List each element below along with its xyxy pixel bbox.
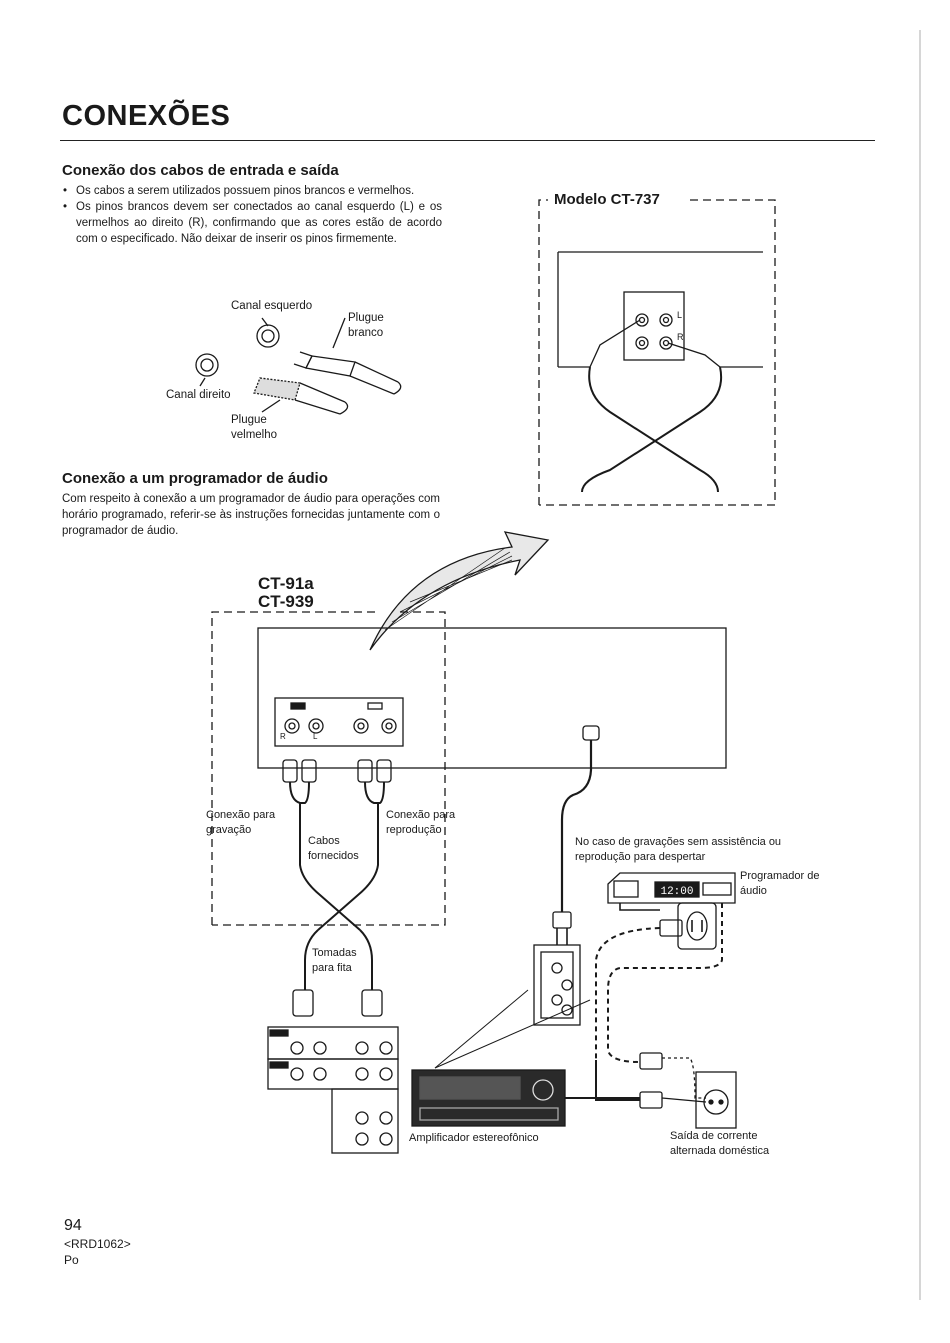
tape-jacks-panel [267, 989, 399, 1154]
household-outlet [595, 1052, 737, 1129]
amp-outlet-panel [533, 905, 581, 1026]
language-code: Po [64, 1253, 79, 1267]
page-footer: 94 <RRD1062> Po [64, 1216, 131, 1268]
label-audio-timer: Programador de áudio [740, 870, 820, 897]
label-right-channel: Canal direito [166, 389, 231, 401]
label-ac-outlet: Saída de corrente alternada doméstica [670, 1130, 770, 1157]
page-number: 94 [64, 1217, 82, 1234]
rear-jack-r: R [280, 732, 286, 741]
arrow-graphic [369, 531, 550, 651]
audio-timer-unit: 12:00 [595, 872, 736, 1063]
bullet-item: Os pinos brancos devem ser conectados ao… [62, 199, 442, 247]
cable-bullet-list: Os cabos a serem utilizados possuem pino… [62, 183, 442, 247]
main-model-labels: CT-91a CT-939 [258, 575, 314, 611]
model-ct737-label: Modelo CT-737 [551, 191, 663, 208]
model-ct939: CT-939 [258, 592, 314, 611]
label-red-plug: Plugue velmelho [231, 414, 278, 441]
ct737-jack-r: R [677, 332, 684, 342]
bullet-item: Os cabos a serem utilizados possuem pino… [62, 183, 442, 199]
label-rec-connection: Conexão para gravação [206, 809, 276, 836]
main-unit-box [211, 611, 727, 990]
label-tape-jacks: Tomadas para fita [312, 947, 357, 974]
ct737-jack-l: L [677, 310, 682, 320]
timer-paragraph: Com respeito à conexão a um programador … [62, 493, 440, 537]
section-heading-cables: Conexão dos cabos de entrada e saída [62, 162, 339, 179]
title-rule [60, 140, 875, 141]
section-heading-timer: Conexão a um programador de áudio [62, 470, 328, 487]
label-timer-note: No caso de gravações sem assistência ou … [575, 836, 782, 863]
amplifier-unit [411, 989, 640, 1127]
label-left-channel: Canal esquerdo [231, 300, 313, 312]
timer-display: 12:00 [660, 886, 693, 898]
document-code: <RRD1062> [64, 1237, 131, 1251]
page-title: CONEXÕES [62, 100, 231, 132]
plug-illustration [195, 317, 402, 415]
label-white-plug: Plugue branco [348, 312, 384, 339]
ct737-box [538, 199, 776, 506]
rear-jack-l: L [313, 732, 318, 741]
label-stereo-amp: Amplificador estereofônico [409, 1132, 539, 1144]
label-supplied-cables: Cabos fornecidos [308, 835, 359, 862]
model-ct91a: CT-91a [258, 574, 314, 593]
label-play-connection: Conexão para reprodução [386, 809, 456, 836]
